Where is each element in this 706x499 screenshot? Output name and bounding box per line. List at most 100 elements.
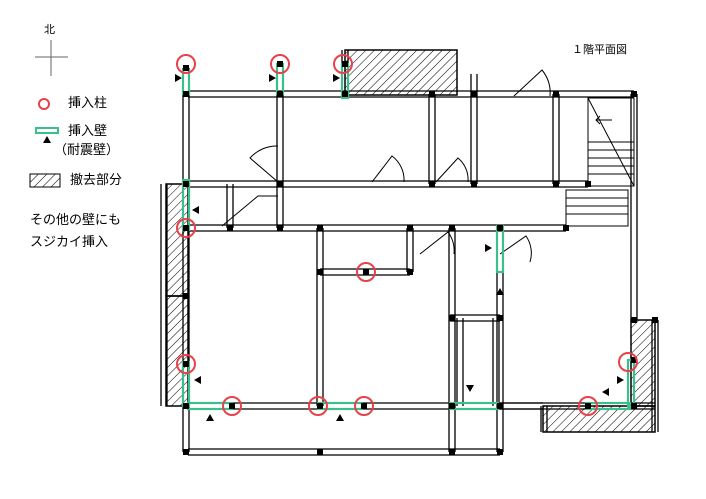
inserted-column-marker bbox=[176, 218, 196, 238]
wall-arrow-icon bbox=[485, 244, 492, 252]
wall-arrow-icon bbox=[192, 206, 199, 214]
column bbox=[183, 293, 189, 299]
inserted-wall bbox=[186, 401, 234, 411]
wall-arrow-icon bbox=[175, 74, 182, 82]
wall-arrows bbox=[175, 74, 624, 421]
walls bbox=[160, 50, 659, 456]
column bbox=[449, 225, 455, 231]
legend-removed-symbol bbox=[29, 173, 61, 188]
column bbox=[277, 61, 283, 67]
inserted-column-marker bbox=[333, 54, 353, 74]
column bbox=[317, 225, 323, 231]
wall-arrow-icon bbox=[194, 376, 201, 384]
column bbox=[277, 225, 283, 231]
column bbox=[361, 403, 367, 409]
column bbox=[449, 315, 455, 321]
column bbox=[585, 181, 591, 187]
legend-column-symbol bbox=[38, 98, 50, 110]
column bbox=[277, 91, 283, 97]
page-title: １階平面図 bbox=[572, 43, 627, 56]
column bbox=[497, 315, 503, 321]
inserted-column-marker bbox=[578, 396, 598, 416]
column bbox=[449, 403, 455, 409]
legend-wall-sublabel: （耐震壁） bbox=[54, 143, 120, 158]
stair-diagonal bbox=[587, 97, 635, 187]
door-swing bbox=[371, 155, 405, 183]
column bbox=[183, 449, 189, 455]
column bbox=[429, 181, 435, 187]
note-line-2: スジカイ挿入 bbox=[30, 235, 109, 250]
column bbox=[429, 91, 435, 97]
door-swing bbox=[249, 145, 279, 183]
door-swing bbox=[499, 235, 532, 263]
wall-arrow-icon bbox=[333, 74, 340, 82]
wall-arrow-icon bbox=[602, 388, 609, 396]
door-swing bbox=[435, 157, 469, 183]
inserted-column-marker bbox=[176, 54, 196, 74]
removed-area-top bbox=[344, 49, 458, 96]
door-swing bbox=[513, 69, 551, 97]
inserted-wall bbox=[275, 62, 285, 96]
column bbox=[553, 181, 559, 187]
column bbox=[471, 181, 477, 187]
column bbox=[183, 361, 189, 367]
column bbox=[652, 317, 658, 323]
column bbox=[277, 181, 283, 187]
column bbox=[183, 91, 189, 97]
legend-removed-label: 撤去部分 bbox=[70, 173, 123, 188]
column bbox=[631, 403, 637, 409]
wall-arrow-icon bbox=[269, 74, 276, 82]
north-compass bbox=[35, 40, 68, 76]
column bbox=[553, 91, 559, 97]
column bbox=[317, 449, 323, 455]
inserted-column-marker bbox=[222, 396, 242, 416]
removed-areas bbox=[165, 49, 656, 433]
inserted-column-marker bbox=[356, 262, 376, 282]
door-swing bbox=[221, 195, 278, 227]
inserted-columns bbox=[176, 54, 638, 416]
column bbox=[471, 91, 477, 97]
wall-arrow-icon bbox=[206, 414, 214, 421]
door-swing bbox=[419, 231, 455, 255]
wall-arrow-icon bbox=[496, 288, 504, 295]
column bbox=[342, 61, 348, 67]
column bbox=[317, 403, 323, 409]
inserted-column-marker bbox=[354, 396, 374, 416]
column bbox=[497, 403, 503, 409]
column bbox=[585, 403, 591, 409]
stairs bbox=[565, 97, 635, 227]
inserted-walls bbox=[181, 62, 636, 411]
compass-label: 北 bbox=[44, 23, 55, 36]
column bbox=[183, 181, 189, 187]
note-line-1: その他の壁にも bbox=[30, 213, 122, 228]
column bbox=[342, 91, 348, 97]
inserted-column-marker bbox=[618, 352, 638, 372]
column bbox=[631, 317, 637, 323]
column bbox=[449, 449, 455, 455]
column bbox=[497, 449, 503, 455]
columns bbox=[183, 61, 658, 455]
column bbox=[631, 91, 637, 97]
door-swings bbox=[221, 69, 551, 263]
column bbox=[631, 357, 637, 363]
removed-area-left-upper bbox=[165, 183, 189, 297]
column bbox=[407, 269, 413, 275]
legend-wall-label: 挿入壁 bbox=[68, 124, 108, 139]
inserted-column-marker bbox=[308, 396, 328, 416]
column bbox=[497, 225, 503, 231]
legend-column-label: 挿入柱 bbox=[68, 96, 108, 111]
column bbox=[183, 65, 189, 71]
inserted-wall bbox=[495, 224, 505, 274]
column bbox=[317, 269, 323, 275]
removed-area-left-lower bbox=[165, 295, 189, 407]
inserted-column-marker bbox=[176, 354, 196, 374]
stairs-lower bbox=[565, 189, 629, 227]
legend-wall-symbol bbox=[35, 127, 59, 134]
column bbox=[407, 225, 413, 231]
column bbox=[183, 403, 189, 409]
wall-arrow-icon bbox=[617, 376, 624, 384]
column bbox=[563, 225, 569, 231]
legend-wall-arrow-icon bbox=[43, 136, 51, 143]
column bbox=[227, 225, 233, 231]
